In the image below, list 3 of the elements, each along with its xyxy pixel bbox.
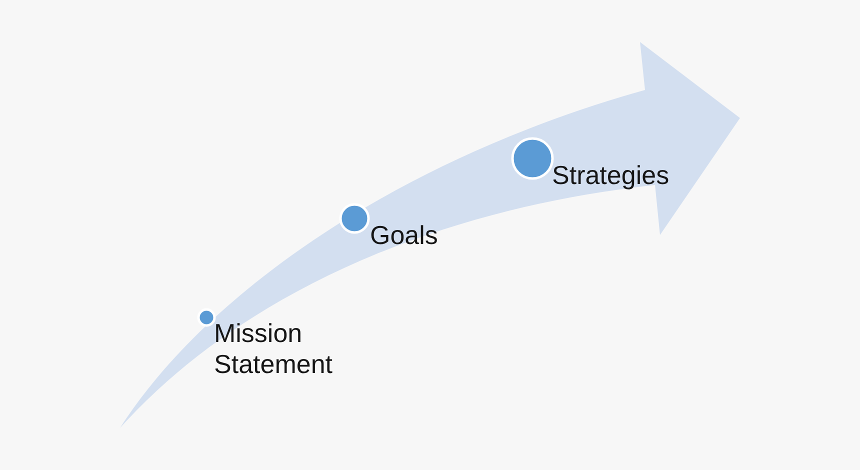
milestone-label: Mission Statement (214, 318, 334, 380)
milestone-label: Goals (370, 220, 439, 251)
milestone-label: Strategies (552, 160, 670, 191)
